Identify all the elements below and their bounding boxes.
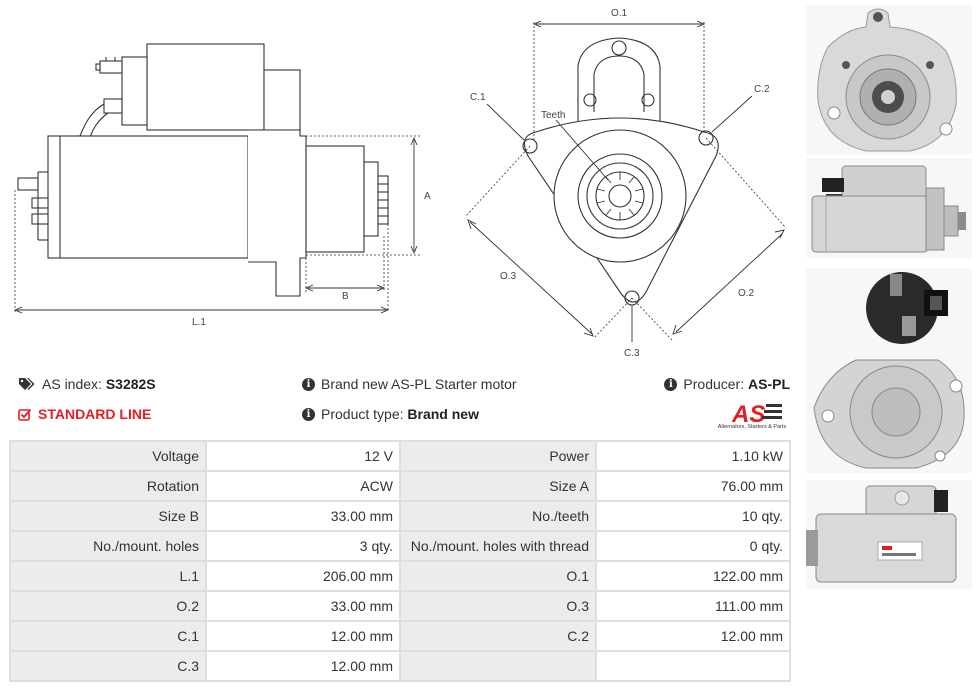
table-row: Voltage 12 V Power 1.10 kW <box>9 440 791 472</box>
spec-label: O.2 <box>9 590 207 622</box>
spec-label: C.3 <box>9 650 207 682</box>
producer-value: AS-PL <box>748 376 790 392</box>
table-row: Size B 33.00 mm No./teeth 10 qty. <box>9 500 791 532</box>
spec-value: 206.00 mm <box>205 560 401 592</box>
spec-value: 33.00 mm <box>205 500 401 532</box>
brand-text: Brand new AS-PL Starter motor <box>321 376 517 392</box>
product-type-value: Brand new <box>407 406 479 422</box>
spec-value: 3 qty. <box>205 530 401 562</box>
spec-label: C.2 <box>399 620 597 652</box>
standard-line-text: STANDARD LINE <box>38 406 152 422</box>
spec-value: 12.00 mm <box>595 620 791 652</box>
producer-label: Producer: <box>683 376 745 392</box>
spec-value: 10 qty. <box>595 500 791 532</box>
tags-icon <box>19 378 35 390</box>
spec-value: 76.00 mm <box>595 470 791 502</box>
table-row: C.3 12.00 mm <box>9 650 791 682</box>
spec-label: O.3 <box>399 590 597 622</box>
spec-label: Power <box>399 440 597 472</box>
specifications-table: Voltage 12 V Power 1.10 kW Rotation ACW … <box>9 440 791 682</box>
product-photo-label[interactable] <box>806 480 972 590</box>
product-type: i Product type: Brand new <box>302 406 479 422</box>
technical-drawings: A B L.1 <box>13 8 787 359</box>
front-view-drawing <box>522 37 719 306</box>
table-row: Rotation ACW Size A 76.00 mm <box>9 470 791 502</box>
as-index: AS index: S3282S <box>18 376 156 392</box>
dim-label-teeth: Teeth <box>541 110 565 121</box>
starter-side-image <box>811 165 966 253</box>
spec-label: O.1 <box>399 560 597 592</box>
dim-label-l1: L.1 <box>192 317 206 328</box>
spec-label: Rotation <box>9 470 207 502</box>
standard-line-badge: STANDARD LINE <box>18 406 151 422</box>
spec-value: 12.00 mm <box>205 650 401 682</box>
product-photo-side[interactable] <box>806 158 972 258</box>
dim-label-a: A <box>424 191 431 202</box>
as-index-label: AS index: <box>42 376 102 392</box>
spec-value <box>595 650 791 682</box>
dim-label-b: B <box>342 291 349 302</box>
table-row: No./mount. holes 3 qty. No./mount. holes… <box>9 530 791 562</box>
dim-label-c1: C.1 <box>470 92 486 103</box>
spec-value: 111.00 mm <box>595 590 791 622</box>
logo-text: AS <box>731 401 765 428</box>
spec-value: 122.00 mm <box>595 560 791 592</box>
spec-label: No./mount. holes <box>9 530 207 562</box>
logo-subtitle: Alternators, Starters & Parts <box>717 424 787 430</box>
spec-label: L.1 <box>9 560 207 592</box>
info-circle-icon: i <box>302 407 315 421</box>
spec-label: Size A <box>399 470 597 502</box>
spec-label <box>399 650 597 682</box>
dim-label-o1: O.1 <box>611 8 628 19</box>
brand-description: i Brand new AS-PL Starter motor <box>302 376 517 392</box>
spec-value: 0 qty. <box>595 530 791 562</box>
product-photo-front[interactable] <box>806 5 972 155</box>
spec-label: C.1 <box>9 620 207 652</box>
dim-label-o3: O.3 <box>500 271 517 282</box>
table-row: O.2 33.00 mm O.3 111.00 mm <box>9 590 791 622</box>
front-view-arrows <box>467 20 785 342</box>
front-view-dimensions <box>465 22 787 341</box>
as-pl-logo: AS <box>731 401 782 428</box>
info-circle-icon: i <box>664 377 678 391</box>
spec-value: 12 V <box>205 440 401 472</box>
starter-front-image <box>817 8 957 152</box>
starter-label-image <box>806 485 957 583</box>
as-index-value: S3282S <box>105 376 156 392</box>
table-row: C.1 12.00 mm C.2 12.00 mm <box>9 620 791 652</box>
spec-label: No./teeth <box>399 500 597 532</box>
dim-label-c3: C.3 <box>624 348 640 359</box>
side-view-drawing <box>17 43 389 297</box>
spec-label: Size B <box>9 500 207 532</box>
info-circle-icon: i <box>302 377 315 391</box>
product-type-label: Product type: <box>321 406 404 422</box>
spec-value: 1.10 kW <box>595 440 791 472</box>
spec-label: No./mount. holes with thread <box>399 530 597 562</box>
side-view-arrows <box>13 136 418 314</box>
product-photo-rear[interactable] <box>806 268 972 473</box>
starter-rear-image <box>813 272 965 469</box>
spec-value: ACW <box>205 470 401 502</box>
table-row: L.1 206.00 mm O.1 122.00 mm <box>9 560 791 592</box>
spec-label: Voltage <box>9 440 207 472</box>
dim-label-c2: C.2 <box>754 84 770 95</box>
side-view-dimensions <box>14 135 420 312</box>
dim-label-o2: O.2 <box>738 288 755 299</box>
producer: i Producer: AS-PL <box>664 376 790 392</box>
spec-value: 33.00 mm <box>205 590 401 622</box>
spec-value: 12.00 mm <box>205 620 401 652</box>
check-square-icon <box>18 408 32 421</box>
